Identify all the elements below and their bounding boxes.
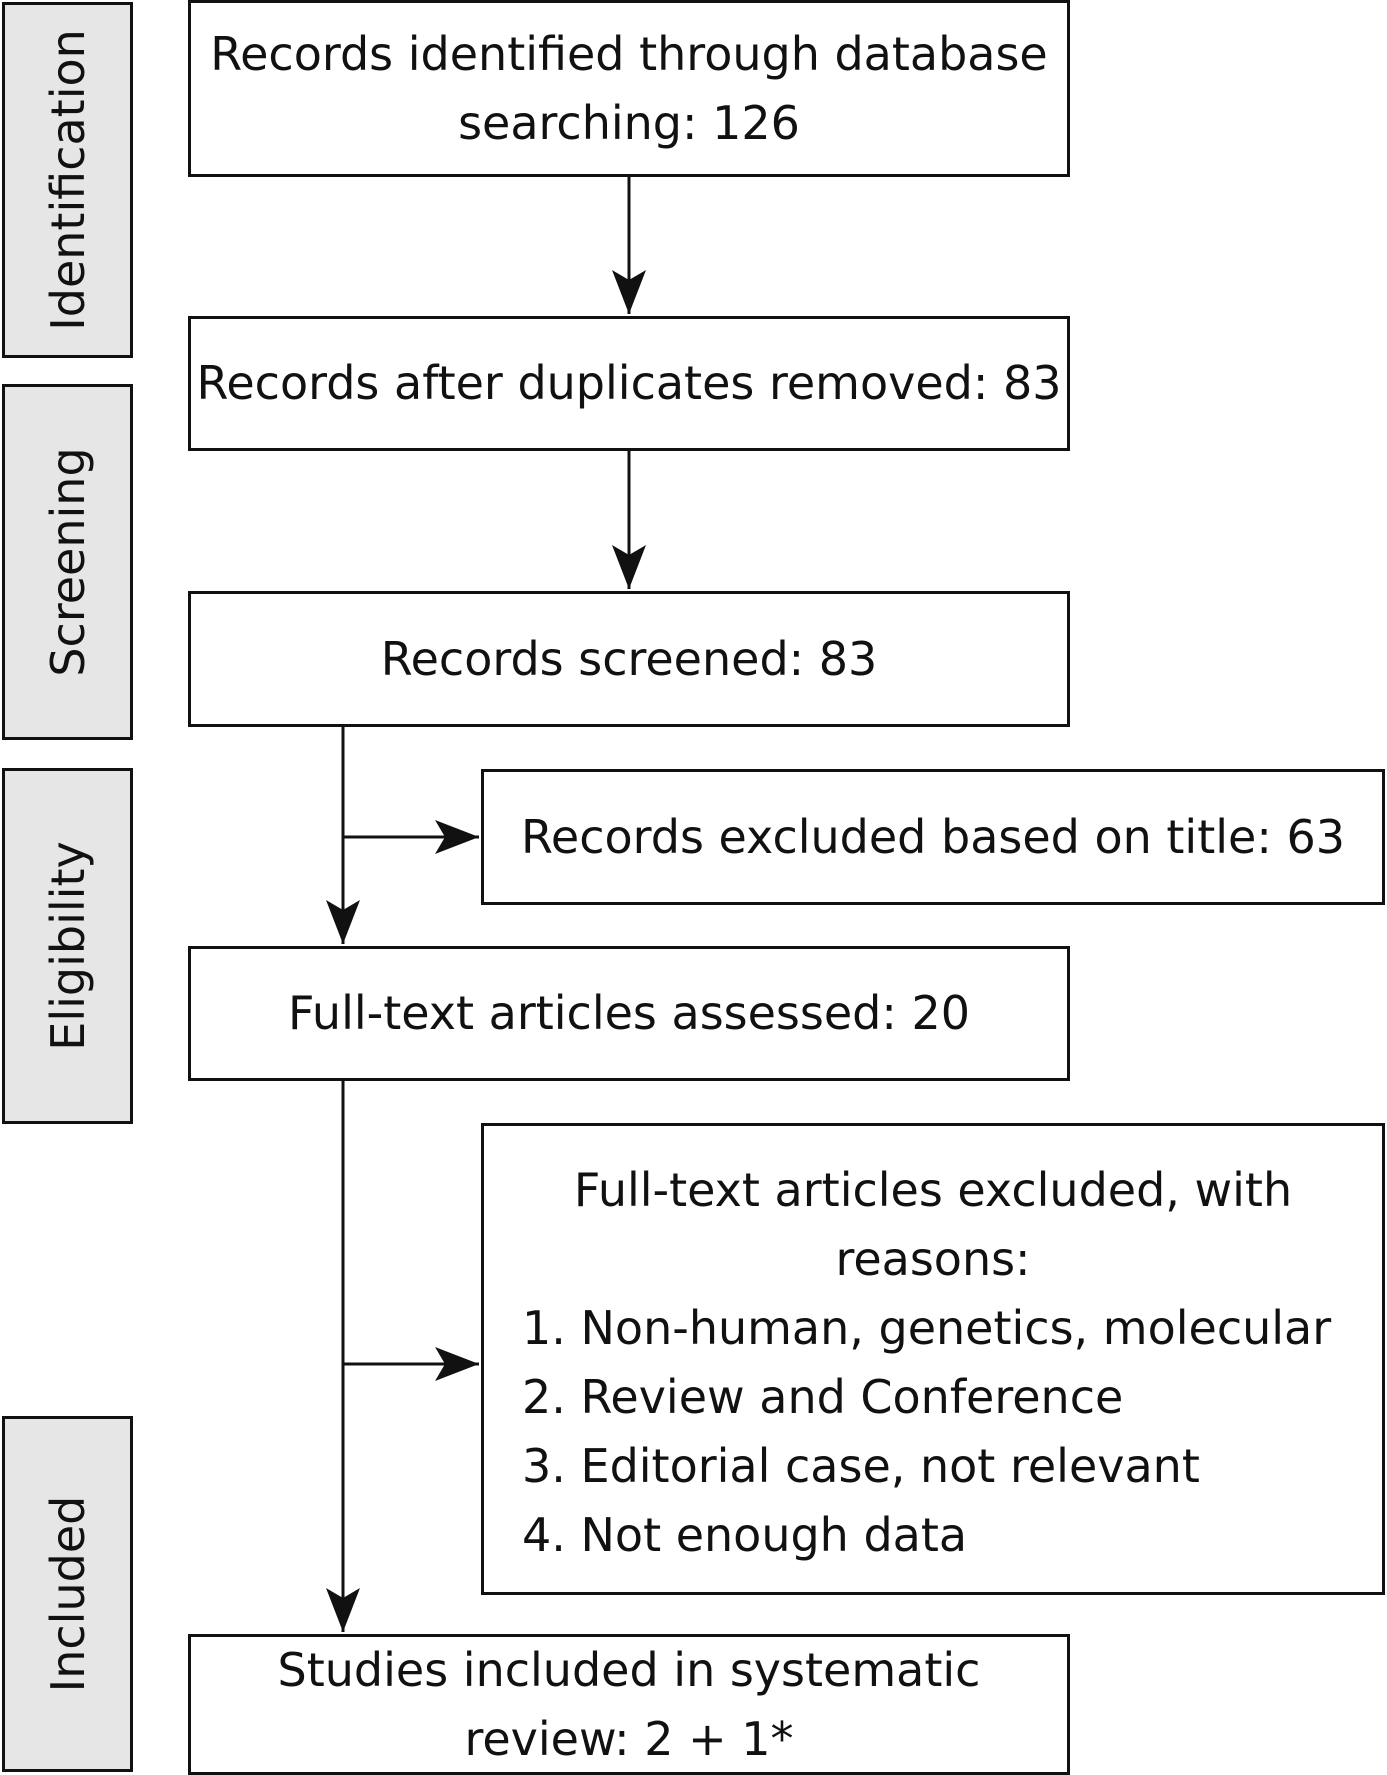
box-studies-included: Studies included in systematic review: 2… (188, 1634, 1070, 1775)
box-records-identified: Records identified through database sear… (188, 0, 1070, 177)
exclusion-reasons-list: 1. Non-human, genetics, molecular 2. Rev… (484, 1294, 1331, 1570)
studies-included-line1: Studies included in systematic (277, 1642, 981, 1697)
fulltext-assessed-text: Full-text articles assessed: 20 (287, 986, 971, 1040)
box-records-screened: Records screened: 83 (188, 591, 1070, 727)
records-identified-line2: searching: 126 (458, 95, 800, 150)
box-records-deduplicated: Records after duplicates removed: 83 (188, 316, 1070, 451)
phase-eligibility: Eligibility (2, 768, 133, 1124)
arrowhead-1 (612, 270, 646, 314)
phase-eligibility-label: Eligibility (40, 841, 95, 1051)
box-fulltext-excluded: Full-text articles excluded, with reason… (481, 1123, 1385, 1595)
box-records-excluded-title: Records excluded based on title: 63 (481, 769, 1385, 905)
records-deduplicated-text: Records after duplicates removed: 83 (196, 356, 1062, 410)
exclusion-reason-4: 4. Not enough data (522, 1508, 968, 1562)
records-identified-line1: Records identified through database (210, 26, 1048, 81)
phase-included-label: Included (40, 1495, 95, 1693)
phase-included: Included (2, 1416, 133, 1772)
fulltext-excluded-line2: reasons: (835, 1232, 1031, 1286)
phase-identification: Identification (2, 2, 133, 358)
exclusion-reason-3: 3. Editorial case, not relevant (522, 1439, 1200, 1493)
arrowhead-3 (326, 900, 360, 944)
arrowhead-6 (435, 1347, 479, 1381)
arrowhead-5 (326, 1588, 360, 1632)
box-fulltext-assessed: Full-text articles assessed: 20 (188, 946, 1070, 1081)
arrowhead-4 (435, 820, 479, 854)
phase-screening-label: Screening (40, 447, 95, 677)
studies-included-line2: review: 2 + 1* (464, 1711, 794, 1766)
exclusion-reason-2: 2. Review and Conference (522, 1370, 1124, 1424)
records-excluded-title-text: Records excluded based on title: 63 (521, 809, 1345, 864)
arrowhead-2 (612, 545, 646, 589)
fulltext-excluded-line1: Full-text articles excluded, with (573, 1163, 1293, 1217)
phase-screening: Screening (2, 384, 133, 740)
exclusion-reason-1: 1. Non-human, genetics, molecular (522, 1301, 1332, 1355)
records-screened-text: Records screened: 83 (380, 631, 878, 686)
phase-identification-label: Identification (40, 29, 95, 331)
